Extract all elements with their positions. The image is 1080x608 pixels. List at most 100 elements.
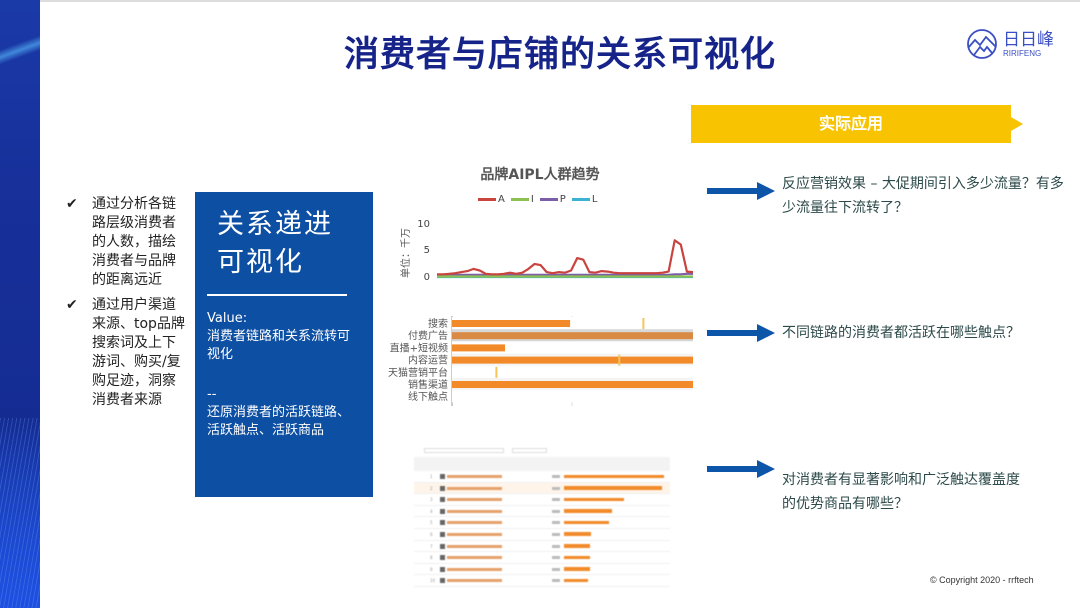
chart-legend: A I P L (478, 194, 597, 205)
row-number: 2 (430, 485, 433, 491)
bullet-text: 通过分析各链路层级消费者的人数，描绘消费者与品牌的距离远近 (92, 196, 176, 288)
question-touchpoints: 不同链路的消费者都活跃在哪些触点？ (782, 325, 1020, 341)
bar-marker (642, 318, 645, 329)
product-thumbnail (440, 543, 445, 549)
box-divider (207, 294, 347, 296)
table-row[interactable]: 4 (414, 506, 670, 518)
percent-value (552, 579, 560, 583)
decorative-side-strip (0, 0, 40, 608)
page-title: 消费者与店铺的关系可视化 (343, 35, 776, 75)
series-line-p (437, 272, 693, 276)
table-row[interactable]: 5 (414, 517, 670, 529)
percent-value (552, 521, 560, 525)
bullet-item: ✔通过用户渠道来源、top品牌搜索词及上下游词、购买/复购足迹，洞察消费者来源 (66, 296, 186, 410)
table-row[interactable]: 9 (414, 564, 670, 576)
arrow-right-icon (707, 182, 775, 200)
bar-category-label: 搜索 (428, 317, 448, 330)
bar (452, 381, 693, 388)
box-title-line1: 关系递进 (217, 209, 333, 240)
product-name[interactable] (447, 567, 502, 571)
arrow-right-icon (707, 324, 775, 342)
practical-application-banner: 实际应用 (691, 105, 1023, 143)
relationship-box: 关系递进 可视化 Value: 消费者链路和关系流转可视化 -- 还原消费者的活… (195, 192, 373, 497)
checkmark-icon: ✔ (66, 196, 78, 212)
product-name[interactable] (447, 509, 502, 513)
legend-item-i: I (510, 194, 534, 205)
table-row[interactable]: 7 (414, 541, 670, 553)
copyright: © Copyright 2020 - rrftech (930, 575, 1034, 585)
y-axis-label: 单位：千万 (399, 228, 412, 278)
value-text: 消费者链路和关系流转可视化 (207, 329, 351, 362)
coverage-bar (564, 520, 609, 525)
coverage-bar (564, 555, 590, 560)
bullet-item: ✔ 通过分析各链路层级消费者的人数，描绘消费者与品牌的距离远近 (66, 195, 186, 290)
bar-category-label: 天猫营销平台 (388, 366, 448, 379)
bar-marker (495, 366, 498, 378)
coverage-bar (564, 578, 588, 583)
question-top-products: 对消费者有显著影响和广泛触达覆盖度的优势商品有哪些？ (782, 472, 1020, 512)
question-marketing-effect: 反应营销效果 – 大促期间引入多少流量？有多少流量往下流转了？ (782, 176, 1064, 216)
percent-value (552, 486, 560, 490)
coverage-bar (564, 567, 590, 571)
coverage-bar (564, 532, 591, 536)
table-row[interactable]: 1 (414, 471, 670, 483)
row-number: 1 (430, 474, 433, 479)
percent-value (552, 567, 560, 571)
product-thumbnail (440, 531, 445, 537)
product-name[interactable] (447, 556, 502, 560)
table-row[interactable]: 3 (414, 494, 670, 506)
product-thumbnail (440, 508, 445, 514)
product-name[interactable] (447, 579, 502, 583)
bar-row-bg (452, 365, 693, 378)
aipl-line-chart: 10 5 0 单位：千万 (399, 219, 694, 283)
percent-value (552, 498, 560, 502)
legend-item-p: P (539, 194, 566, 205)
row-number: 10 (430, 578, 436, 584)
top-border (40, 0, 1080, 2)
product-thumbnail (440, 497, 445, 503)
product-thumbnail (440, 578, 445, 584)
bar (452, 356, 693, 364)
bar-row-bg (452, 390, 693, 403)
percent-value (552, 544, 560, 548)
row-number: 8 (430, 555, 433, 561)
legend-item-a: A (478, 194, 505, 205)
table-search-bar[interactable] (414, 447, 670, 455)
y-tick: 10 (417, 219, 430, 230)
product-name[interactable] (447, 486, 502, 490)
table-row[interactable]: 6 (414, 529, 670, 541)
y-tick: 0 (424, 272, 430, 283)
bar-category-label: 销售渠道 (408, 378, 448, 391)
bar (452, 344, 506, 352)
table-header (414, 457, 670, 471)
table-row[interactable]: 10 (414, 575, 670, 587)
coverage-bar (564, 497, 624, 502)
bar-category-label: 内容运营 (408, 354, 448, 367)
row-number: 6 (430, 531, 433, 537)
product-name[interactable] (447, 475, 502, 478)
table-row[interactable]: 2 (414, 482, 670, 495)
logo-text-cn: 日日峰 (1003, 29, 1054, 50)
bar-marker (618, 354, 621, 366)
line-chart-title: 品牌AIPL人群趋势 (480, 167, 600, 183)
series-line-a (437, 239, 694, 276)
table-row[interactable]: 8 (414, 552, 670, 564)
detail-text: 还原消费者的活跃链路、活跃触点、活跃商品 (207, 405, 351, 438)
product-name[interactable] (447, 498, 502, 502)
mountain-logo-icon (967, 29, 997, 59)
y-tick: 5 (424, 245, 430, 256)
checkmark-icon: ✔ (66, 297, 78, 313)
product-name[interactable] (447, 544, 502, 548)
coverage-bar (564, 486, 662, 490)
coverage-bar (564, 474, 664, 478)
product-thumbnail (440, 520, 445, 526)
product-name[interactable] (447, 532, 502, 536)
percent-value (552, 509, 560, 513)
percent-value (552, 532, 560, 536)
product-thumbnail (440, 485, 445, 491)
product-name[interactable] (447, 521, 502, 525)
product-thumbnail (440, 474, 445, 479)
percent-value (552, 556, 560, 560)
